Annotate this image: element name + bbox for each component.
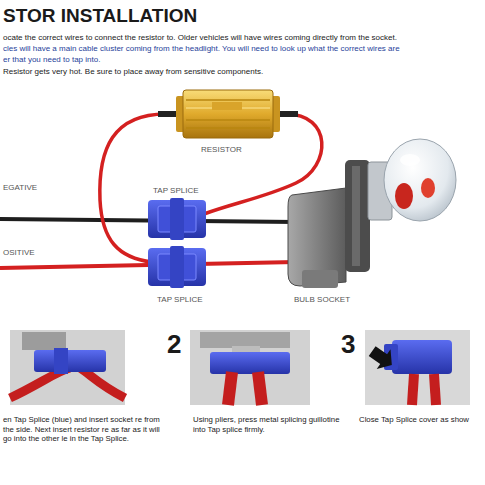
instruction-text: ocate the correct wires to connect the r… [2, 33, 398, 43]
tap-splice [148, 198, 206, 240]
instruction-text: er that you need to tap into. [2, 55, 101, 65]
warning-note: Resistor gets very hot. Be sure to place… [2, 67, 264, 77]
callout-number: 2 [166, 328, 182, 361]
part-label: TAP SPLICE [152, 186, 200, 196]
step-text: Close Tap Splice cover as show [358, 415, 470, 425]
step-text: en Tap Splice (blue) and insert socket r… [2, 415, 162, 444]
wire-label: EGATIVE [2, 183, 38, 193]
page-title: STOR INSTALLATION [2, 4, 198, 28]
part-label: BULB SOCKET [293, 295, 351, 305]
part-label: RESISTOR [200, 145, 243, 155]
wire-label: OSITIVE [2, 248, 36, 258]
resistor-symbol [176, 90, 280, 138]
led-bulb [368, 139, 456, 221]
callout-number: 3 [340, 328, 356, 361]
part-label: TAP SPLICE [156, 295, 204, 305]
step-text: Using pliers, press metal splicing guill… [192, 415, 344, 434]
heat-shrink [280, 111, 298, 117]
step-photo [365, 330, 470, 405]
step-photo [190, 330, 310, 405]
instruction-text: cles will have a main cable cluster comi… [2, 44, 401, 54]
heat-shrink [158, 111, 176, 117]
step-photo [10, 330, 125, 405]
bulb-socket [288, 160, 370, 288]
tap-splice [148, 246, 206, 288]
